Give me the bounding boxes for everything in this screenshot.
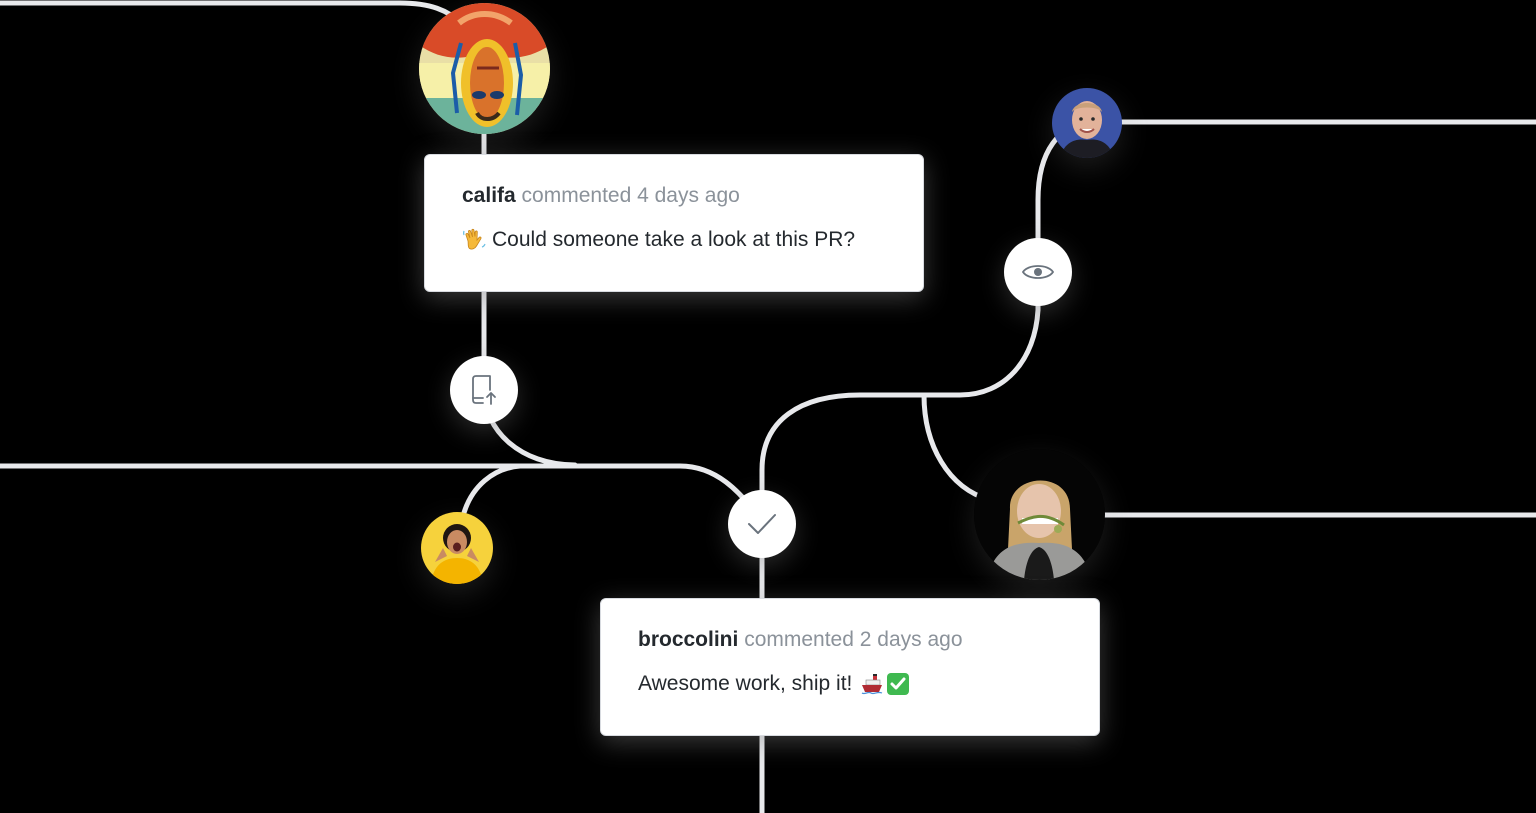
check-mark-box-icon — [887, 673, 910, 695]
comment-author[interactable]: broccolini — [638, 628, 739, 651]
approve-node[interactable] — [728, 490, 796, 558]
avatar-contributor-image — [421, 512, 493, 584]
comment-body: Could someone take a look at this PR? — [462, 227, 855, 253]
avatar-contributor[interactable] — [421, 512, 493, 584]
avatar-califa[interactable] — [419, 3, 550, 134]
comment-header: broccolini commented 2 days ago — [638, 627, 963, 653]
avatar-broccolini-image — [974, 449, 1105, 580]
push-node[interactable] — [450, 356, 518, 424]
comment-body: Awesome work, ship it! — [638, 671, 910, 697]
comment-message: Could someone take a look at this PR? — [492, 228, 856, 251]
ship-icon — [862, 674, 883, 695]
eye-icon — [1021, 265, 1055, 279]
waving-hand-icon — [463, 228, 486, 250]
comment-timestamp[interactable]: commented 4 days ago — [521, 184, 740, 207]
comment-header: califa commented 4 days ago — [462, 183, 740, 209]
avatar-reviewer[interactable] — [1052, 88, 1122, 158]
avatar-broccolini[interactable] — [974, 449, 1105, 580]
comment-card-broccolini: broccolini commented 2 days ago Awesome … — [600, 598, 1100, 736]
comment-timestamp[interactable]: commented 2 days ago — [744, 628, 963, 651]
comment-card-califa: califa commented 4 days ago Could someon… — [424, 154, 924, 292]
avatar-reviewer-image — [1052, 88, 1122, 158]
review-node[interactable] — [1004, 238, 1072, 306]
avatar-califa-image — [419, 3, 550, 134]
check-icon — [748, 514, 776, 534]
comment-message: Awesome work, ship it! — [638, 672, 853, 695]
repo-push-icon — [472, 375, 496, 405]
comment-author[interactable]: califa — [462, 184, 516, 207]
